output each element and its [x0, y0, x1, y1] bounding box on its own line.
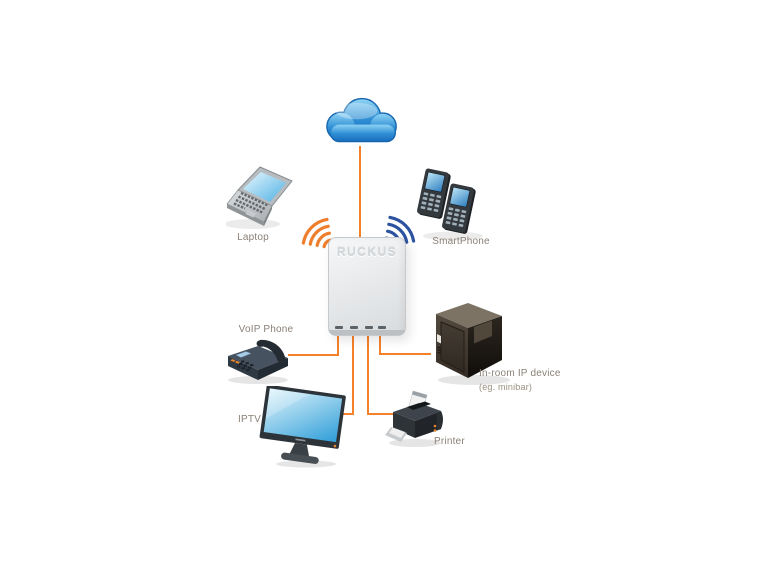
cable-printer-horizontal	[368, 413, 394, 415]
smartphone-label-text: SmartPhone	[432, 236, 490, 247]
smartphone-pair-icon	[413, 168, 489, 242]
iptv-label: IPTV	[238, 414, 270, 426]
minibar-label: In-room IP device (eg. minibar)	[479, 368, 569, 393]
minibar-label-text: In-room IP device	[479, 368, 561, 379]
laptop-label: Laptop	[222, 232, 284, 244]
cloud-icon	[316, 92, 408, 150]
ap-port-1	[335, 326, 343, 329]
cable-voip-horizontal	[288, 354, 339, 356]
ap-port-3	[365, 326, 373, 329]
iptv-icon	[258, 384, 350, 468]
smartphone-label: SmartPhone	[425, 236, 497, 248]
printer-label-text: Printer	[434, 436, 465, 447]
cable-minibar-horizontal	[380, 353, 431, 355]
voip-label: VoIP Phone	[235, 324, 297, 336]
minibar-icon	[424, 298, 516, 386]
cable-iptv-vertical	[352, 332, 354, 415]
cable-minibar-vertical	[379, 332, 381, 355]
ap-port-2	[350, 326, 358, 329]
voip-label-text: VoIP Phone	[238, 324, 294, 335]
printer-label: Printer	[434, 436, 474, 448]
printer-icon	[385, 390, 447, 448]
cable-voip-vertical	[337, 332, 339, 356]
minibar-sublabel-text: (eg. minibar)	[479, 382, 533, 392]
ruckus-brand-text: RUCKUS	[336, 245, 398, 259]
voip-phone-icon	[224, 336, 294, 384]
laptop-icon	[224, 166, 306, 232]
ap-bottom-edge	[329, 330, 405, 335]
laptop-label-text: Laptop	[237, 232, 269, 243]
ruckus-ap-device: RUCKUS	[328, 237, 406, 336]
cable-cloud-to-ap	[359, 146, 361, 238]
iptv-label-text: IPTV	[238, 414, 262, 425]
ap-port-4	[378, 326, 386, 329]
cable-printer-vertical	[367, 332, 369, 415]
